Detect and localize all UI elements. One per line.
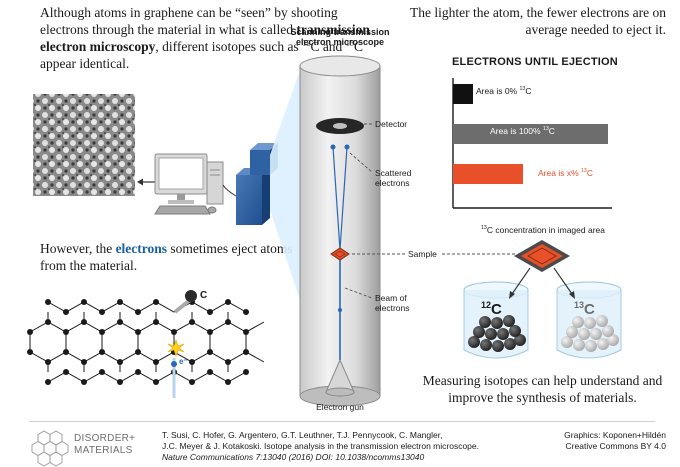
leader-lines [344,123,515,299]
chart-title: ELECTRONS UNTIL EJECTION [452,56,618,68]
citation: Nature Communications 7:13040 (2016) DOI… [162,452,425,462]
beaker-13c-text: C [584,301,595,318]
cable [222,184,237,197]
ejected-carbon [173,290,197,314]
sample-label: Sample [408,249,437,259]
beam-line1: Beam of [375,293,407,303]
scattered-line2: electrons [375,178,410,188]
intro-iso1: C and [310,39,346,54]
chart-xlabel-text: C concentration in imaged area [486,225,605,235]
beaker-12c-text: C [491,301,502,318]
tem-image [33,94,135,196]
carbon-label: C [200,290,208,301]
beaker-12c-label: 12C [481,300,502,319]
authors-line2: J.C. Meyer & J. Kotakoski. Isotope analy… [162,441,479,451]
arrows-to-beakers [511,267,573,295]
intro-text: Although atoms in graphene can be “seen”… [40,4,370,72]
bar-label-0: Area is 0% 13C [476,86,531,96]
footer-logo-text: DISORDER+ MATERIALS [74,433,135,457]
bar-label-1: Area is 100% 13C [490,126,555,136]
electron-label: e⁻ [179,357,188,366]
chart-bar-0 [453,84,473,104]
arrow-computer-to-image [137,178,155,186]
incoming-electron [171,358,177,398]
bar-label-2: Area is x% 13C [538,168,593,178]
intro-iso2-sup: 13 [345,38,355,48]
bar-label-0-suffix: C [525,86,532,96]
beaker-13c-label: 13C [574,300,595,319]
microscope-title-line1: Scanning transmission [290,27,390,37]
microscope-title-line2: electron microscope [295,37,385,47]
impact-star-icon [167,339,185,357]
bar-label-1-prefix: Area is 100% [490,126,543,136]
chart-bar-1 [453,124,608,144]
bar-label-2-sup: 13 [581,168,587,175]
intro-iso2: C appear identical. [40,39,364,71]
intro-iso1-sup: 12 [302,38,311,48]
graphics-credit: Graphics: Koponen+Hildén [564,430,666,440]
balls-13c [561,315,619,352]
measuring-text: Measuring isotopes can help understand a… [422,373,663,405]
view-cone [270,70,300,300]
detector-label: Detector [375,119,408,129]
microscope-title: Scanning transmission electron microscop… [280,27,400,47]
bar-label-1-suffix: C [548,126,555,136]
intro-part2: , different isotopes such as [155,39,303,54]
logo-line1: DISORDER+ [74,433,136,444]
however-part1: However, the [40,241,116,256]
intro-part1: Although atoms in graphene can be “seen”… [40,5,338,37]
beam-line2: electrons [375,303,410,313]
sample-diamond-large [514,240,570,272]
however-part2: sometimes eject atoms from the material. [40,241,293,273]
graphene-lattice [29,301,265,383]
sample-diamond [330,247,350,261]
beam-label: Beam of electrons [375,293,410,313]
footer-divider [30,421,655,422]
beaker-12c-sup: 12 [481,300,492,310]
chart-bar-2 [453,164,523,184]
balls-12c [468,315,526,352]
bar-label-0-prefix: Area is 0% [476,86,520,96]
beaker-13c-sup: 13 [574,300,585,310]
lighter-atom-text: The lighter the atom, the fewer electron… [409,5,666,37]
however-electrons: electrons [115,241,168,256]
logo-icon [31,430,69,467]
bar-label-0-sup: 13 [519,86,526,93]
bar-label-2-prefix: Area is x% [538,168,581,178]
bar-label-2-suffix: C [586,168,593,178]
footer-credits: Graphics: Koponen+Hildén Creative Common… [564,430,666,452]
scattered-line1: Scattered [375,168,412,178]
authors-line1: T. Susi, C. Hofer, G. Argentero, G.T. Le… [162,430,443,440]
logo-line2: MATERIALS [74,445,133,456]
license: Creative Commons BY 4.0 [565,441,666,451]
scattered-label: Scattered electrons [375,168,411,188]
intro-bold-term: transmission electron microscopy [40,22,370,54]
electron-gun-label: Electron gun [316,402,364,412]
chart-bars [453,84,608,184]
lattice-atoms [27,299,249,385]
chart-xlabel-sup: 13 [481,225,487,232]
bar-label-1-sup: 13 [542,126,549,133]
however-text: However, the electrons sometimes eject a… [40,240,300,274]
computer-icon [154,153,224,215]
footer-citation: T. Susi, C. Hofer, G. Argentero, G.T. Le… [162,430,502,463]
scattered-electrons [330,144,350,251]
chart-xlabel: 13C concentration in imaged area [463,225,623,235]
